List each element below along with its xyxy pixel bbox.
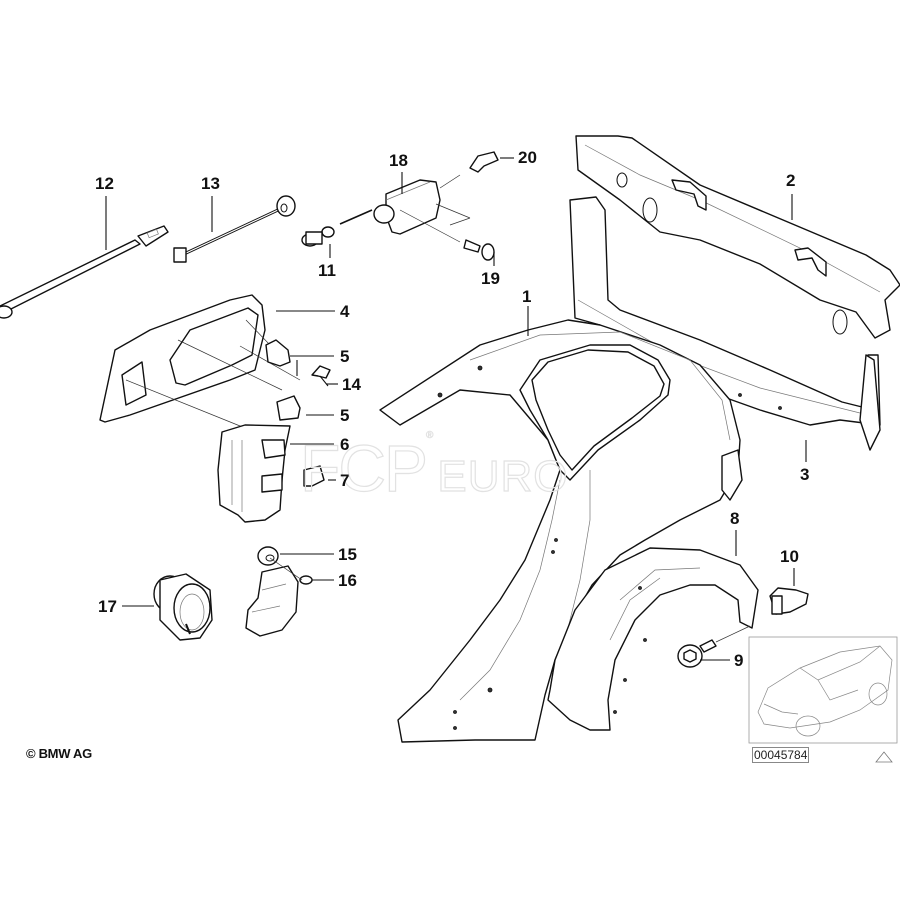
part-8-wheel-arch-cover[interactable] xyxy=(547,547,759,731)
callout-3[interactable]: 3 xyxy=(800,465,810,484)
part-11-push-rivet[interactable] xyxy=(301,226,335,247)
part-12-pull-cable[interactable] xyxy=(0,225,169,319)
part-16-hinge-bracket[interactable] xyxy=(245,557,313,637)
callout-6[interactable]: 6 xyxy=(340,435,350,454)
triangle-icon xyxy=(875,751,893,763)
part-5-buffer[interactable] xyxy=(265,339,291,367)
part-2-rear-panel-upper[interactable] xyxy=(575,135,900,339)
callout-12[interactable]: 12 xyxy=(95,174,114,193)
document-number: 00045784 xyxy=(752,747,810,763)
part-4-fuel-flap[interactable] xyxy=(99,294,301,431)
callout-17[interactable]: 17 xyxy=(98,597,117,616)
callout-11[interactable]: 11 xyxy=(318,261,336,280)
callout-5b[interactable]: 5 xyxy=(340,406,350,425)
leader-lines xyxy=(105,157,807,661)
callout-20[interactable]: 20 xyxy=(518,148,537,167)
part-18-actuator[interactable] xyxy=(339,174,471,243)
callout-5a[interactable]: 5 xyxy=(340,347,350,366)
callout-9[interactable]: 9 xyxy=(734,651,744,670)
part-14-stop[interactable] xyxy=(311,365,331,387)
callout-14[interactable]: 14 xyxy=(342,375,361,394)
callout-10[interactable]: 10 xyxy=(780,547,799,566)
callout-8[interactable]: 8 xyxy=(730,509,740,528)
part-10-expanding-rivet[interactable] xyxy=(769,587,809,615)
part-9-screw[interactable] xyxy=(677,625,751,668)
callout-15[interactable]: 15 xyxy=(338,545,357,564)
part-15-bushing[interactable] xyxy=(257,546,279,566)
callout-16[interactable]: 16 xyxy=(338,571,357,590)
callout-19[interactable]: 19 xyxy=(481,269,500,288)
callout-4[interactable]: 4 xyxy=(340,302,350,321)
vehicle-inset[interactable] xyxy=(748,636,898,744)
callout-1[interactable]: 1 xyxy=(522,287,532,306)
part-20-connector-clip[interactable] xyxy=(469,151,499,173)
part-19-screw[interactable] xyxy=(463,239,495,261)
part-7-clip[interactable] xyxy=(303,465,325,487)
part-6-hinge[interactable] xyxy=(217,424,291,523)
callout-2[interactable]: 2 xyxy=(786,171,796,190)
part-13-retainer-strap[interactable] xyxy=(173,195,296,263)
part-17-grommet[interactable] xyxy=(153,573,213,641)
part-5b-stop[interactable] xyxy=(276,395,301,421)
callout-13[interactable]: 13 xyxy=(201,174,220,193)
part-1-side-panel[interactable] xyxy=(379,319,743,743)
callout-7[interactable]: 7 xyxy=(340,471,350,490)
callout-18[interactable]: 18 xyxy=(389,151,408,170)
copyright-notice: © BMW AG xyxy=(26,746,92,761)
